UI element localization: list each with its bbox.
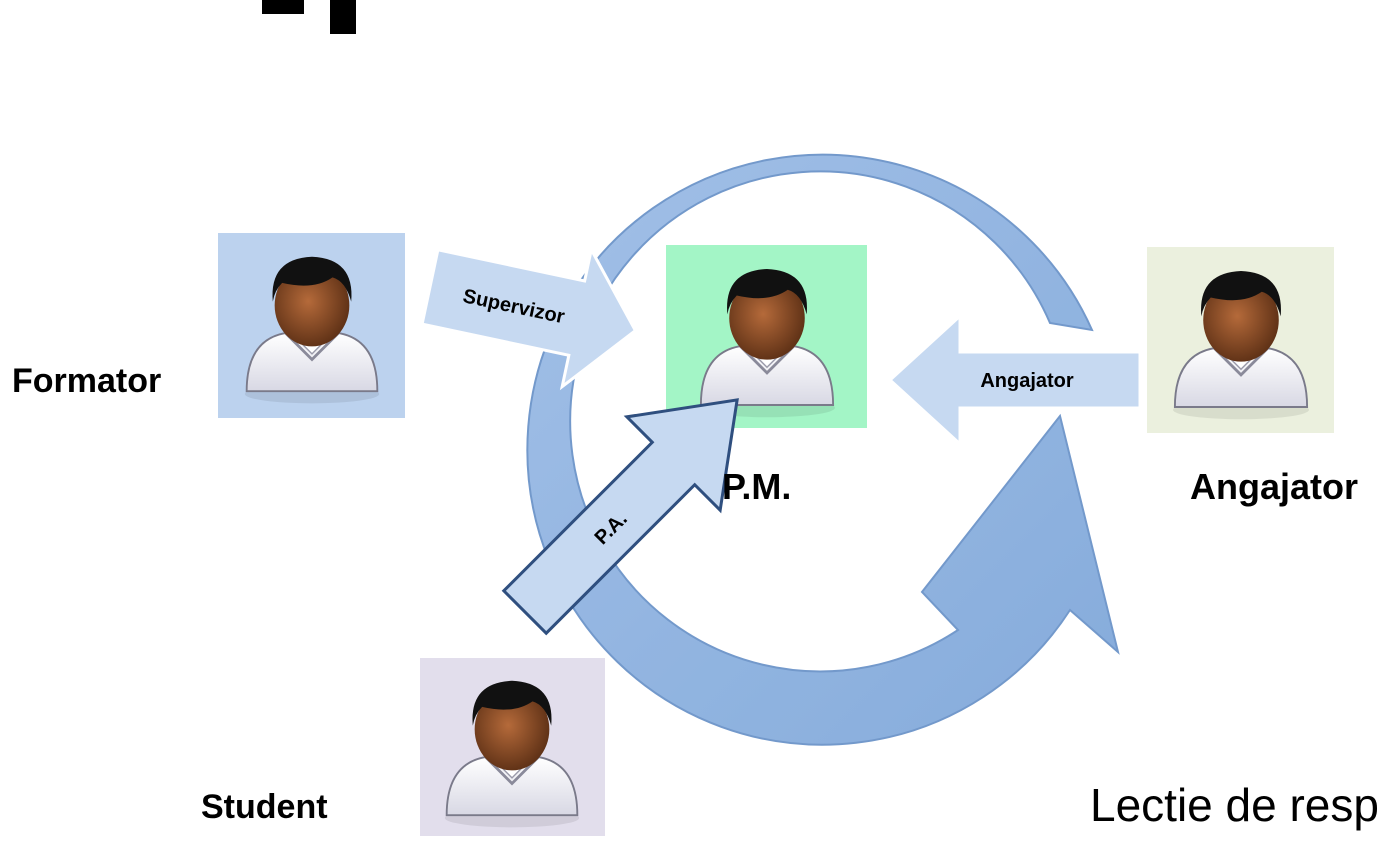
- title-fragment: [330, 0, 356, 34]
- formator-label: Formator: [12, 362, 162, 400]
- title-fragment: [262, 0, 304, 14]
- angajator-tile: [1147, 247, 1334, 433]
- angajator-label: Angajator: [1190, 466, 1359, 507]
- pm-label: P.M.: [722, 466, 792, 507]
- angajator-arrow: Angajator: [887, 312, 1142, 448]
- student-tile: [420, 658, 605, 836]
- angajator-arrow-label: Angajator: [980, 370, 1074, 392]
- cycle-arrow: [526, 153, 1120, 746]
- formator-tile: [218, 233, 405, 418]
- pa-arrow: P.A.: [501, 398, 739, 636]
- supervizor-arrow: Supervizor: [420, 245, 638, 391]
- pm-tile: [666, 245, 867, 428]
- footer-caption: Lectie de resp: [1090, 779, 1379, 831]
- student-label: Student: [201, 788, 328, 826]
